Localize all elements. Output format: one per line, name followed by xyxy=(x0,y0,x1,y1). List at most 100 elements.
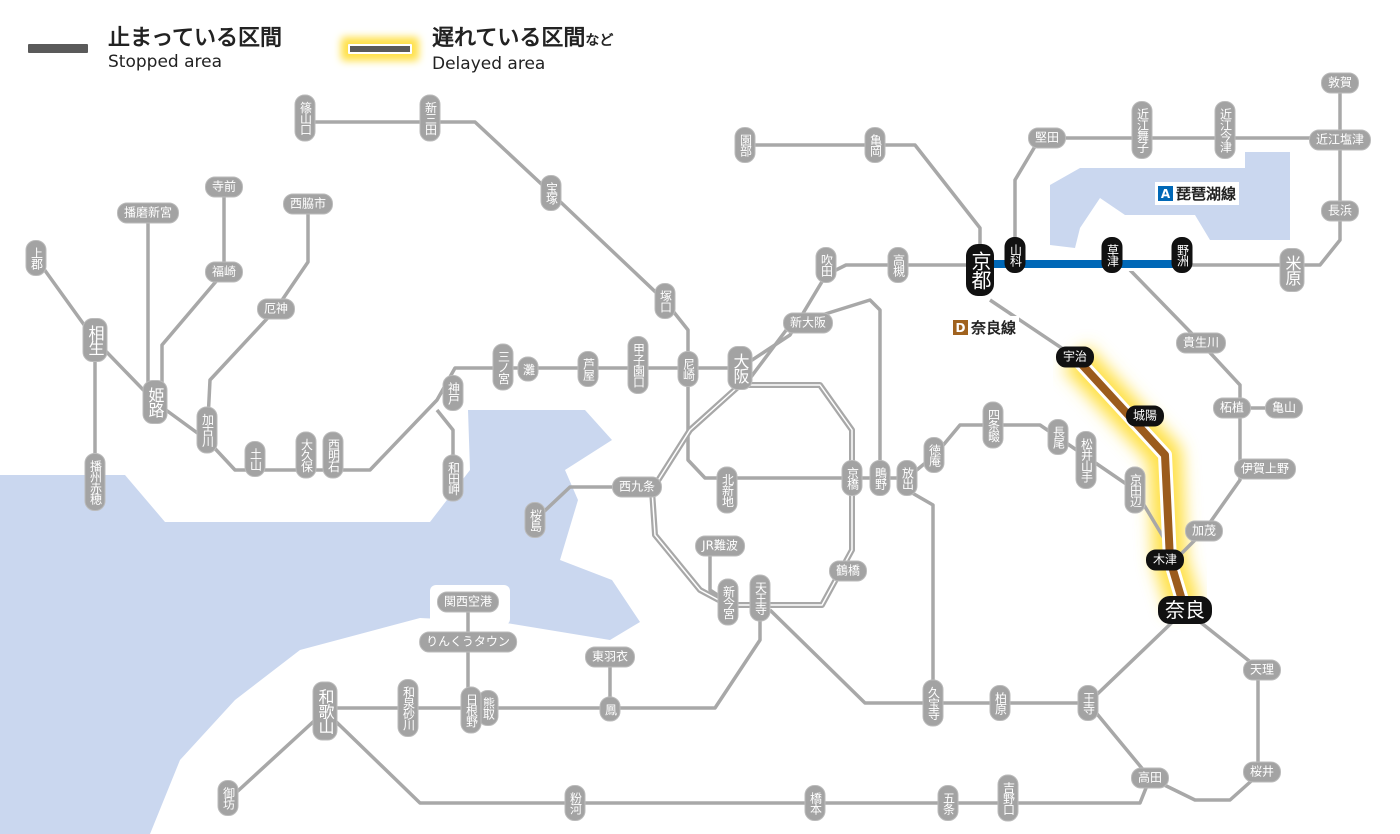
station-りんくうタウン[interactable]: りんくうタウン xyxy=(419,631,517,653)
station-高田[interactable]: 高田 xyxy=(1130,767,1170,789)
station-厄神[interactable]: 厄神 xyxy=(256,298,296,320)
station-新大阪[interactable]: 新大阪 xyxy=(782,312,834,334)
station-播州赤穂[interactable]: 播州赤穂 xyxy=(84,453,106,511)
station-鶴橋[interactable]: 鶴橋 xyxy=(828,560,868,582)
station-東羽衣[interactable]: 東羽衣 xyxy=(584,646,636,668)
station-近江今津[interactable]: 近江今津 xyxy=(1214,101,1236,159)
station-灘[interactable]: 灘 xyxy=(517,356,539,382)
legend-stopped: 止まっている区間 Stopped area xyxy=(28,26,282,72)
station-芦屋[interactable]: 芦屋 xyxy=(577,351,599,387)
station-松井山手[interactable]: 松井山手 xyxy=(1075,431,1097,489)
line-name: 奈良線 xyxy=(971,319,1017,337)
station-JR難波[interactable]: JR難波 xyxy=(695,535,745,557)
station-大久保[interactable]: 大久保 xyxy=(295,431,317,479)
station-播磨新宮[interactable]: 播磨新宮 xyxy=(116,202,180,224)
station-桜井[interactable]: 桜井 xyxy=(1242,761,1282,783)
station-放出[interactable]: 放出 xyxy=(896,460,918,496)
station-大阪[interactable]: 大阪 xyxy=(727,346,753,390)
line-letter-badge: A xyxy=(1158,186,1173,201)
station-鳳[interactable]: 鳳 xyxy=(599,696,621,722)
station-亀山[interactable]: 亀山 xyxy=(1264,397,1304,419)
nara-line-delayed xyxy=(1072,354,1189,612)
station-堅田[interactable]: 堅田 xyxy=(1027,127,1067,149)
station-王寺[interactable]: 王寺 xyxy=(1077,685,1099,721)
station-北新地[interactable]: 北新地 xyxy=(716,466,738,514)
station-四条畷[interactable]: 四条畷 xyxy=(982,401,1004,449)
station-徳庵[interactable]: 徳庵 xyxy=(923,437,945,473)
station-新三田[interactable]: 新三田 xyxy=(419,94,441,142)
station-長尾[interactable]: 長尾 xyxy=(1047,419,1069,455)
station-亀岡[interactable]: 亀岡 xyxy=(864,127,886,163)
station-三ノ宮[interactable]: 三ノ宮 xyxy=(492,343,514,391)
station-福崎[interactable]: 福崎 xyxy=(204,261,244,283)
station-柏原[interactable]: 柏原 xyxy=(989,685,1011,721)
station-西脇市[interactable]: 西脇市 xyxy=(282,193,334,215)
station-山科[interactable]: 山科 xyxy=(1004,237,1026,273)
line-tag-nara[interactable]: D 奈良線 xyxy=(950,316,1020,339)
station-相生[interactable]: 相生 xyxy=(82,318,108,362)
station-吹田[interactable]: 吹田 xyxy=(815,247,837,283)
water-area xyxy=(0,760,40,834)
station-和歌山[interactable]: 和歌山 xyxy=(312,681,338,741)
line-tag-biwako[interactable]: A 琵琶湖線 xyxy=(1155,182,1240,205)
station-土山[interactable]: 土山 xyxy=(244,441,266,477)
station-篠山口[interactable]: 篠山口 xyxy=(294,94,316,142)
station-桜島[interactable]: 桜島 xyxy=(524,502,546,538)
station-神戸[interactable]: 神戸 xyxy=(442,375,464,411)
station-粉河[interactable]: 粉河 xyxy=(564,785,586,821)
legend-delayed-en: Delayed area xyxy=(432,54,546,74)
station-宇治[interactable]: 宇治 xyxy=(1055,346,1095,368)
legend-delayed-jp: 遅れている区間など xyxy=(432,26,613,54)
station-吉野口[interactable]: 吉野口 xyxy=(997,774,1019,822)
station-伊賀上野[interactable]: 伊賀上野 xyxy=(1233,458,1297,480)
station-新今宮[interactable]: 新今宮 xyxy=(717,578,739,626)
station-西明石[interactable]: 西明石 xyxy=(322,431,344,479)
station-園部[interactable]: 園部 xyxy=(734,127,756,163)
station-木津[interactable]: 木津 xyxy=(1145,549,1185,571)
station-長浜[interactable]: 長浜 xyxy=(1320,200,1360,222)
station-鴫野[interactable]: 鴫野 xyxy=(869,460,891,496)
station-貴生川[interactable]: 貴生川 xyxy=(1175,332,1227,354)
station-甲子園口[interactable]: 甲子園口 xyxy=(627,336,649,394)
station-西九条[interactable]: 西九条 xyxy=(611,476,663,498)
station-近江塩津[interactable]: 近江塩津 xyxy=(1308,129,1372,151)
station-関西空港[interactable]: 関西空港 xyxy=(436,591,500,613)
station-京田辺[interactable]: 京田辺 xyxy=(1124,466,1146,514)
rail-line xyxy=(906,488,935,700)
station-天理[interactable]: 天理 xyxy=(1242,659,1282,681)
station-柘植[interactable]: 柘植 xyxy=(1212,397,1252,419)
station-草津[interactable]: 草津 xyxy=(1101,237,1123,273)
station-御坊[interactable]: 御坊 xyxy=(217,780,239,816)
delayed-swatch xyxy=(348,44,412,54)
station-加古川[interactable]: 加古川 xyxy=(196,406,218,454)
rail-line xyxy=(1086,608,1260,802)
station-寺前[interactable]: 寺前 xyxy=(204,176,244,198)
rail-line xyxy=(1013,136,1340,265)
station-五条[interactable]: 五条 xyxy=(937,785,959,821)
station-近江舞子[interactable]: 近江舞子 xyxy=(1131,101,1153,159)
station-橋本[interactable]: 橋本 xyxy=(804,785,826,821)
station-高槻[interactable]: 高槻 xyxy=(887,247,909,283)
station-京橋[interactable]: 京橋 xyxy=(841,460,863,496)
station-塚口[interactable]: 塚口 xyxy=(654,283,676,319)
station-尼崎[interactable]: 尼崎 xyxy=(677,351,699,387)
osaka-loop-line xyxy=(649,382,855,608)
station-野洲[interactable]: 野洲 xyxy=(1171,237,1193,273)
station-姫路[interactable]: 姫路 xyxy=(142,380,168,424)
station-加茂[interactable]: 加茂 xyxy=(1184,520,1224,542)
station-和泉砂川[interactable]: 和泉砂川 xyxy=(397,679,419,737)
station-敦賀[interactable]: 敦賀 xyxy=(1320,72,1360,94)
station-日根野[interactable]: 日根野 xyxy=(460,686,482,734)
water-area xyxy=(0,410,640,834)
station-米原[interactable]: 米原 xyxy=(1279,248,1305,292)
station-天王寺[interactable]: 天王寺 xyxy=(749,574,771,622)
station-城陽[interactable]: 城陽 xyxy=(1125,405,1165,427)
station-久宝寺[interactable]: 久宝寺 xyxy=(922,679,944,727)
station-和田岬[interactable]: 和田岬 xyxy=(442,454,464,502)
station-京都[interactable]: 京都 xyxy=(966,244,994,296)
rail-line xyxy=(768,608,1088,705)
station-宝塚[interactable]: 宝塚 xyxy=(540,175,562,211)
station-上郡[interactable]: 上郡 xyxy=(25,240,47,276)
station-奈良[interactable]: 奈良 xyxy=(1158,596,1212,624)
